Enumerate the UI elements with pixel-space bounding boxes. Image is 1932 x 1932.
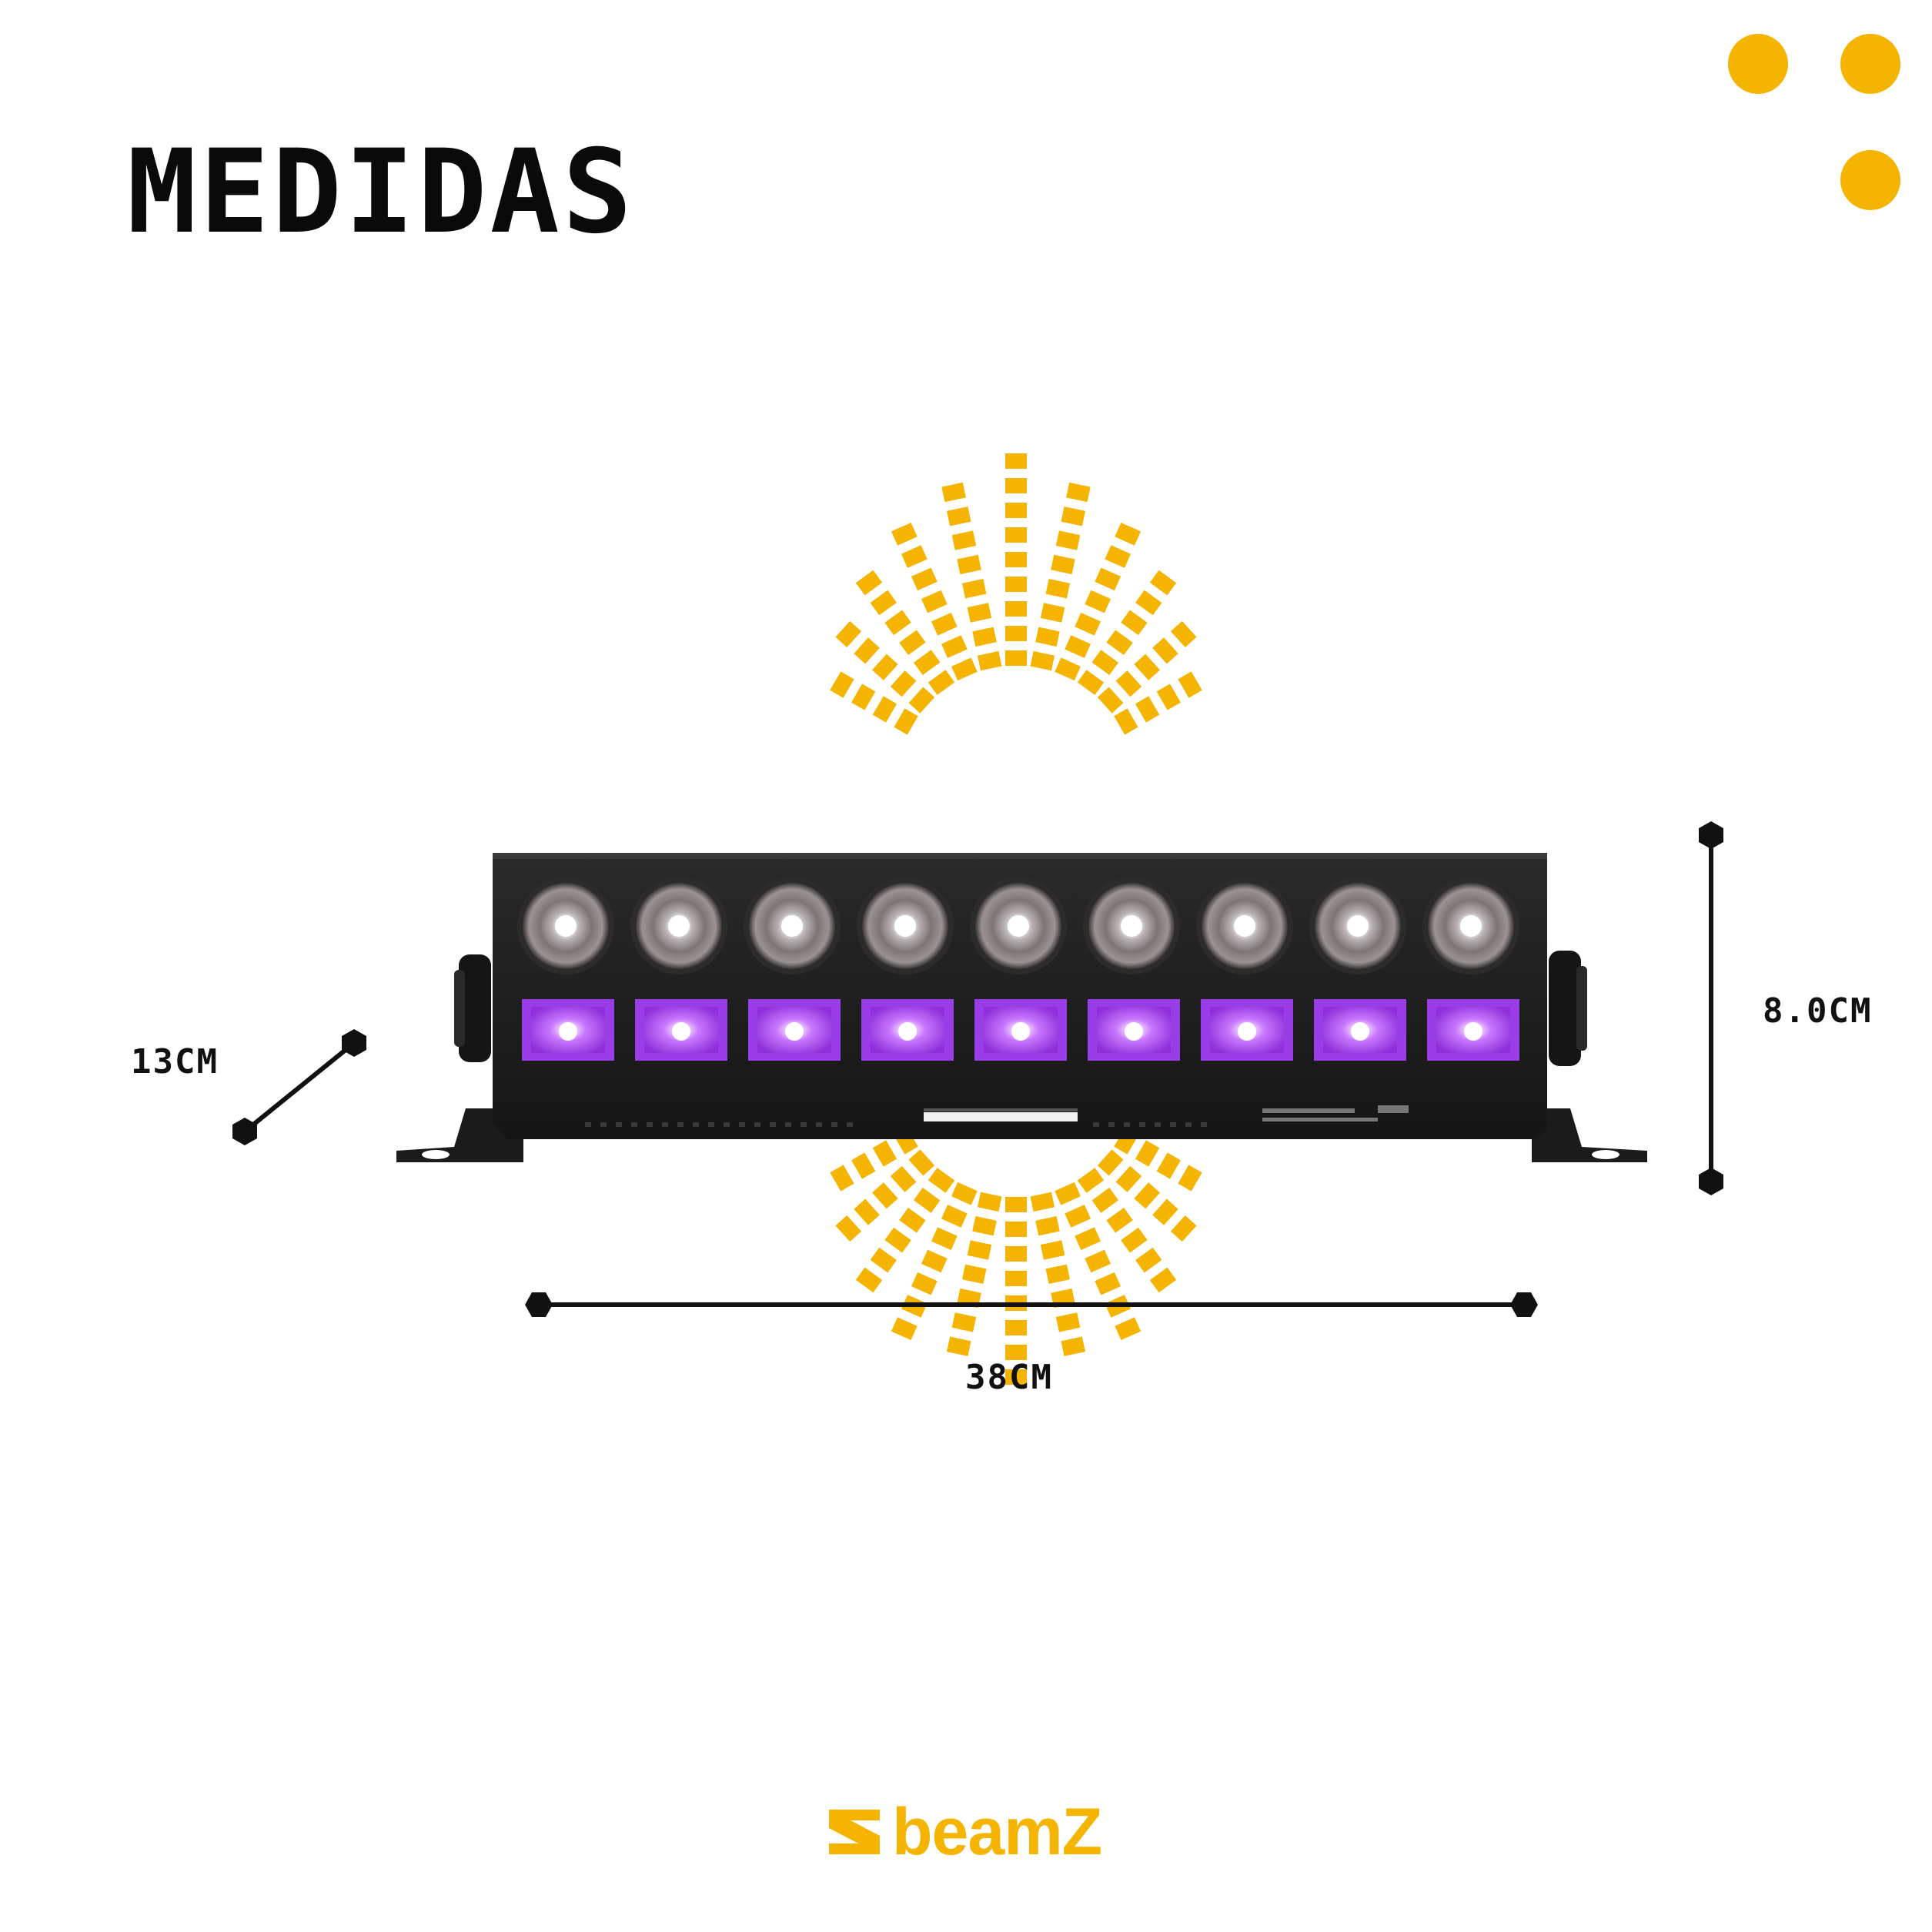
uv-led-2 — [635, 999, 727, 1061]
knob-right — [1549, 951, 1587, 1066]
beamz-logo-icon — [829, 1810, 880, 1854]
uv-led-7 — [1201, 999, 1293, 1061]
white-led-1 — [517, 877, 614, 974]
white-led-9 — [1422, 877, 1519, 974]
width-label: 38CM — [965, 1358, 1053, 1397]
white-led-row — [517, 877, 1519, 974]
white-led-3 — [744, 877, 841, 974]
brand-name: beamZ — [892, 1795, 1102, 1869]
white-led-2 — [630, 877, 727, 974]
uv-led-3 — [748, 999, 841, 1061]
white-led-8 — [1309, 877, 1406, 974]
mounting-bracket-left — [396, 1108, 523, 1162]
light-rays-top — [830, 453, 1202, 735]
white-led-4 — [857, 877, 954, 974]
uv-led-4 — [861, 999, 954, 1061]
uv-led-8 — [1314, 999, 1406, 1061]
depth-dimension-line — [232, 1029, 366, 1145]
depth-label: 13CM — [131, 1042, 219, 1081]
uv-led-5 — [974, 999, 1067, 1061]
height-label: 8.0CM — [1763, 991, 1873, 1031]
page-title: MEDIDAS — [127, 125, 636, 259]
corner-dot-1 — [1728, 34, 1788, 94]
light-rays-bottom — [830, 1128, 1202, 1385]
mounting-bracket-right — [1532, 1108, 1647, 1162]
corner-dot-3 — [1840, 150, 1900, 210]
height-dimension-line — [1699, 821, 1723, 1195]
uv-led-row — [522, 999, 1519, 1061]
white-led-6 — [1083, 877, 1180, 974]
brand-logo: beamZ — [827, 1795, 1102, 1869]
knob-left — [454, 954, 491, 1062]
width-dimension-line — [525, 1292, 1538, 1317]
white-led-5 — [970, 877, 1067, 974]
white-led-7 — [1196, 877, 1293, 974]
uv-led-1 — [522, 999, 614, 1061]
corner-dot-2 — [1840, 34, 1900, 94]
uv-led-9 — [1427, 999, 1519, 1061]
uv-led-6 — [1088, 999, 1180, 1061]
